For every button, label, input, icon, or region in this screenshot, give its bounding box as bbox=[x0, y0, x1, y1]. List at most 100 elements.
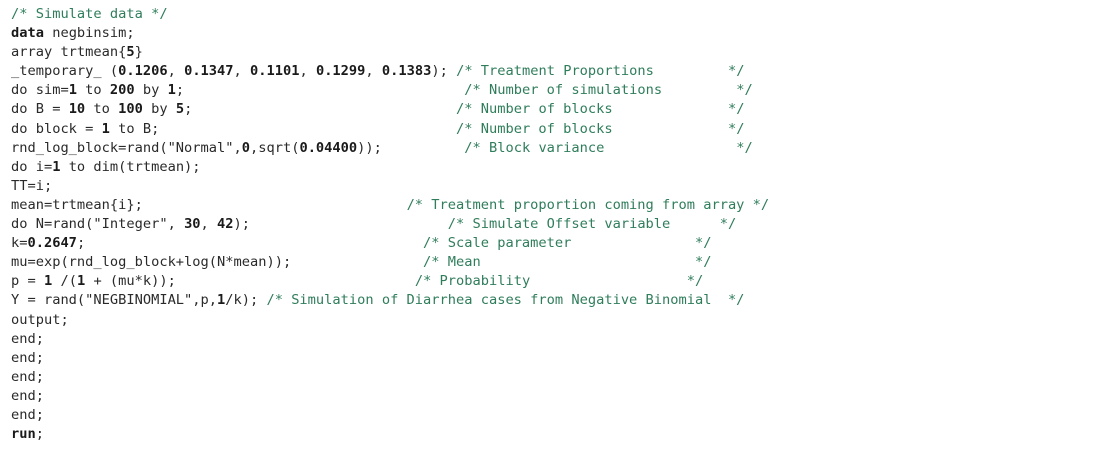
code-comment: /* Number of simulations */ bbox=[464, 82, 753, 99]
code-number: 0.1206 bbox=[118, 63, 168, 80]
code-number: 1 bbox=[101, 120, 110, 137]
code-token: TT=i; bbox=[11, 177, 53, 194]
code-number: 1 bbox=[68, 82, 77, 99]
code-token: mean=trtmean{i}; bbox=[11, 196, 407, 213]
code-number: 5 bbox=[175, 101, 185, 118]
code-token: by bbox=[134, 82, 168, 99]
code-token: by bbox=[142, 101, 176, 118]
code-line[interactable]: rnd_log_block=rand("Normal",0,sqrt(0.044… bbox=[11, 139, 769, 158]
code-number: 0.1383 bbox=[381, 63, 432, 80]
code-line[interactable]: do B = 10 to 100 by 5; /* Number of bloc… bbox=[11, 100, 769, 119]
code-token: negbinsim; bbox=[43, 25, 135, 42]
code-number: 0.1299 bbox=[315, 63, 366, 80]
code-line[interactable]: do sim=1 to 200 by 1; /* Number of simul… bbox=[11, 81, 769, 100]
code-token: mu=exp(rnd_log_block+log(N*mean)); bbox=[11, 254, 424, 271]
code-number: 42 bbox=[217, 216, 234, 233]
code-token: ; bbox=[184, 101, 457, 118]
code-line[interactable]: do N=rand("Integer", 30, 42); /* Simulat… bbox=[11, 215, 769, 234]
code-line[interactable]: /* Simulate data */ bbox=[11, 5, 769, 24]
code-token: , bbox=[365, 63, 382, 80]
code-token: do N=rand("Integer", bbox=[11, 216, 185, 233]
code-token: ; bbox=[35, 426, 44, 443]
code-token: array trtmean{ bbox=[11, 44, 127, 61]
code-comment: /* Treatment proportion coming from arra… bbox=[406, 196, 770, 213]
code-token: ); bbox=[233, 216, 448, 233]
code-number: 1 bbox=[76, 273, 86, 290]
code-token: p = bbox=[11, 273, 44, 290]
code-token: do sim= bbox=[11, 82, 69, 99]
code-number: 0 bbox=[241, 139, 250, 156]
code-token: } bbox=[134, 44, 143, 61]
code-token: end; bbox=[11, 330, 44, 347]
code-comment: /* Scale parameter */ bbox=[423, 235, 712, 252]
code-token: end; bbox=[11, 349, 44, 366]
code-line[interactable]: mean=trtmean{i}; /* Treatment proportion… bbox=[11, 196, 769, 215]
code-token: end; bbox=[11, 387, 44, 404]
code-comment: /* Simulate Offset variable */ bbox=[447, 216, 737, 233]
code-token: rnd_log_block=rand("Normal", bbox=[11, 139, 242, 156]
code-line[interactable]: end; bbox=[11, 330, 769, 349]
code-token: end; bbox=[11, 406, 44, 423]
code-token: )); bbox=[357, 139, 465, 156]
code-line[interactable]: array trtmean{5} bbox=[11, 43, 769, 62]
code-number: 0.04400 bbox=[299, 139, 358, 156]
code-token: output; bbox=[11, 311, 69, 328]
code-number: 1 bbox=[43, 273, 53, 290]
code-token: _temporary_ ( bbox=[11, 63, 119, 80]
code-line[interactable]: p = 1 /(1 + (mu*k)); /* Probability */ bbox=[11, 272, 769, 291]
code-comment: /* Number of blocks */ bbox=[456, 101, 745, 118]
code-line[interactable]: TT=i; bbox=[11, 177, 769, 196]
code-line[interactable]: end; bbox=[11, 368, 769, 387]
code-line[interactable]: run; bbox=[11, 425, 769, 444]
code-token: ); bbox=[431, 63, 457, 80]
code-token: do i= bbox=[11, 158, 53, 175]
code-comment: /* Mean */ bbox=[423, 254, 712, 271]
code-number: 30 bbox=[184, 216, 201, 233]
code-token: , bbox=[233, 63, 251, 80]
code-token: /( bbox=[52, 273, 77, 290]
code-comment: /* Block variance */ bbox=[464, 139, 753, 156]
code-line[interactable]: end; bbox=[11, 387, 769, 406]
code-number: 1 bbox=[217, 292, 226, 309]
code-comment: /* Probability */ bbox=[414, 273, 704, 290]
code-token: ; bbox=[175, 82, 465, 99]
code-token: + (mu*k)); bbox=[85, 273, 415, 290]
code-line[interactable]: output; bbox=[11, 311, 769, 330]
code-token: end; bbox=[11, 368, 44, 385]
code-comment: /* Simulate data */ bbox=[11, 6, 168, 22]
code-comment: /* Simulation of Diarrhea cases from Neg… bbox=[266, 292, 745, 309]
code-line[interactable]: do i=1 to dim(trtmean); bbox=[11, 158, 769, 177]
code-token: ; bbox=[76, 235, 424, 252]
code-number: 1 bbox=[52, 158, 61, 175]
code-number: 1 bbox=[167, 82, 176, 99]
code-line[interactable]: data negbinsim; bbox=[11, 24, 769, 43]
code-line[interactable]: do block = 1 to B; /* Number of blocks *… bbox=[11, 120, 769, 139]
code-token: , bbox=[167, 63, 185, 80]
code-comment: /* Treatment Proportions */ bbox=[456, 63, 745, 80]
code-number: 0.1347 bbox=[184, 63, 234, 80]
code-line[interactable]: end; bbox=[11, 349, 769, 368]
code-token: to bbox=[76, 82, 110, 99]
code-number: 200 bbox=[109, 82, 135, 99]
code-comment: /* Number of blocks */ bbox=[456, 120, 745, 137]
code-number: 0.1101 bbox=[250, 63, 300, 80]
code-line[interactable]: end; bbox=[11, 406, 769, 425]
code-token: Y = rand("NEGBINOMIAL",p, bbox=[11, 292, 218, 309]
code-line[interactable]: _temporary_ (0.1206, 0.1347, 0.1101, 0.1… bbox=[11, 62, 769, 81]
code-number: 100 bbox=[118, 101, 143, 118]
code-token: , bbox=[200, 216, 218, 233]
code-token: do block = bbox=[11, 120, 102, 137]
code-token: k= bbox=[11, 235, 28, 252]
code-token: to dim(trtmean); bbox=[60, 158, 201, 175]
code-line[interactable]: mu=exp(rnd_log_block+log(N*mean)); /* Me… bbox=[11, 253, 769, 272]
code-text-area[interactable]: /* Simulate data */data negbinsim;array … bbox=[11, 5, 769, 444]
code-line[interactable]: k=0.2647; /* Scale parameter */ bbox=[11, 234, 769, 253]
code-keyword: data bbox=[11, 25, 44, 42]
code-token: /k); bbox=[225, 292, 267, 309]
code-number: 0.2647 bbox=[27, 235, 77, 252]
code-number: 10 bbox=[68, 101, 86, 118]
code-token: ,sqrt( bbox=[250, 139, 300, 156]
code-line[interactable]: Y = rand("NEGBINOMIAL",p,1/k); /* Simula… bbox=[11, 291, 769, 310]
code-number: 5 bbox=[126, 44, 135, 61]
